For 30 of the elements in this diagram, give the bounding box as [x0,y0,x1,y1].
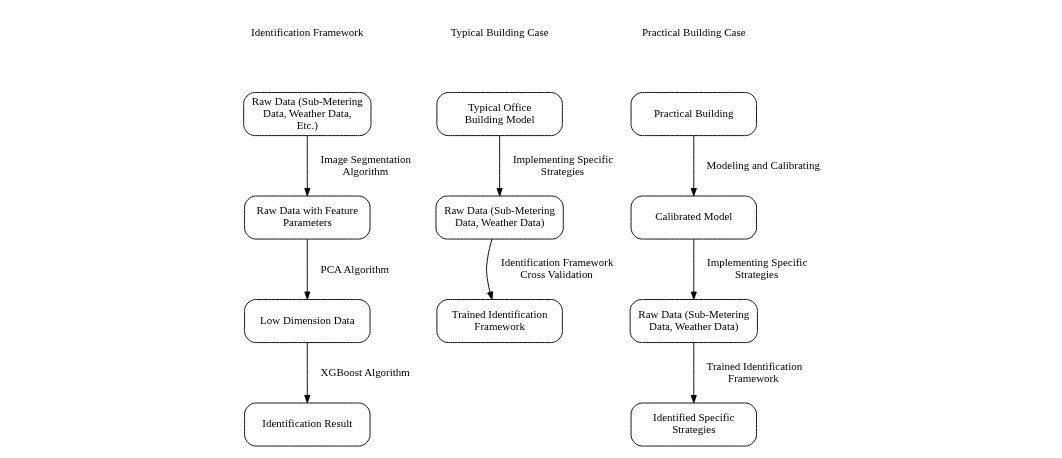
node-box: Typical Office Building Model [436,92,563,137]
arrow [486,238,493,300]
node-box: Identification Result [244,402,371,447]
arrow [304,238,311,300]
label: Identification Framework [251,26,364,39]
node-box: Calibrated Model [630,195,757,240]
node-box: Practical Building [630,92,757,137]
node-box: Raw Data (Sub-Metering Data, Weather Data, Etc.) [243,92,372,137]
edge-label: XGBoost Algorithm [320,366,410,379]
edge-label: PCA Algorithm [320,262,390,275]
node-box: Trained Identification Framework [436,299,563,343]
edge-label: Image Segmentation Algorithm [320,152,412,177]
node-box: Raw Data (Sub-Metering Data, Weather Data) [435,195,564,240]
edge-label: Implementing Specific Strategies [707,256,808,281]
arrow [690,342,697,404]
arrow [690,135,697,197]
arrow [304,342,311,404]
node-box: Raw Data with Feature Parameters [244,195,371,240]
edge-label: Identification Framework Cross Validation [501,256,614,281]
node-box: Raw Data (Sub-Metering Data, Weather Data) [629,299,758,343]
label: Typical Building Case [450,26,549,39]
label: Practical Building Case [642,26,746,39]
node-box: Identified Specific Strategies [630,402,757,447]
edge-label: Modeling and Calibrating [706,159,820,172]
node-box: Low Dimension Data [244,299,371,343]
arrow [690,238,697,300]
edge-label: Trained Identification Framework [706,359,803,384]
arrow [304,135,311,197]
arrow [496,135,503,197]
edge-label: Implementing Specific Strategies [512,152,614,177]
